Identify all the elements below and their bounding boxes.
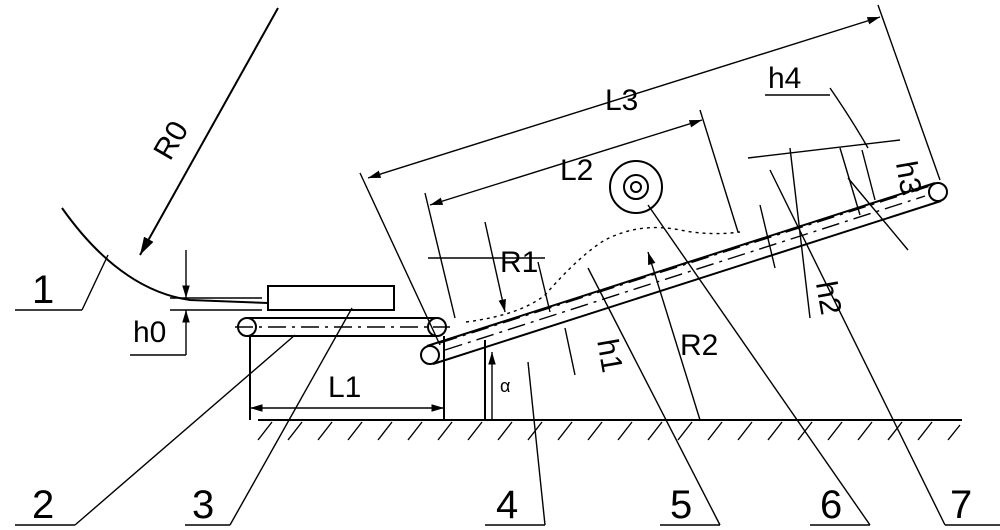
label-h0: h0	[133, 316, 166, 349]
label-R2: R2	[680, 329, 718, 362]
part-number-3: 3	[192, 483, 214, 527]
label-h1: h1	[590, 336, 628, 375]
part-number-7: 7	[950, 483, 972, 527]
part-number-6: 6	[820, 483, 842, 527]
label-L2: L2	[560, 154, 593, 187]
part-number-1: 1	[32, 268, 54, 312]
label-h4: h4	[768, 62, 801, 95]
label-h3: h3	[889, 159, 927, 198]
spiked-roller	[610, 161, 662, 213]
label-R0: R0	[148, 116, 196, 166]
part-number-2: 2	[32, 483, 54, 527]
L2-dimension	[425, 110, 738, 318]
label-alpha: α	[500, 376, 510, 396]
label-h2: h2	[809, 279, 847, 318]
part-number-4: 4	[496, 483, 518, 527]
part-number-5: 5	[670, 483, 692, 527]
ground	[258, 420, 962, 440]
label-L3: L3	[605, 84, 638, 117]
label-L1: L1	[328, 371, 361, 404]
label-R1: R1	[500, 246, 538, 279]
